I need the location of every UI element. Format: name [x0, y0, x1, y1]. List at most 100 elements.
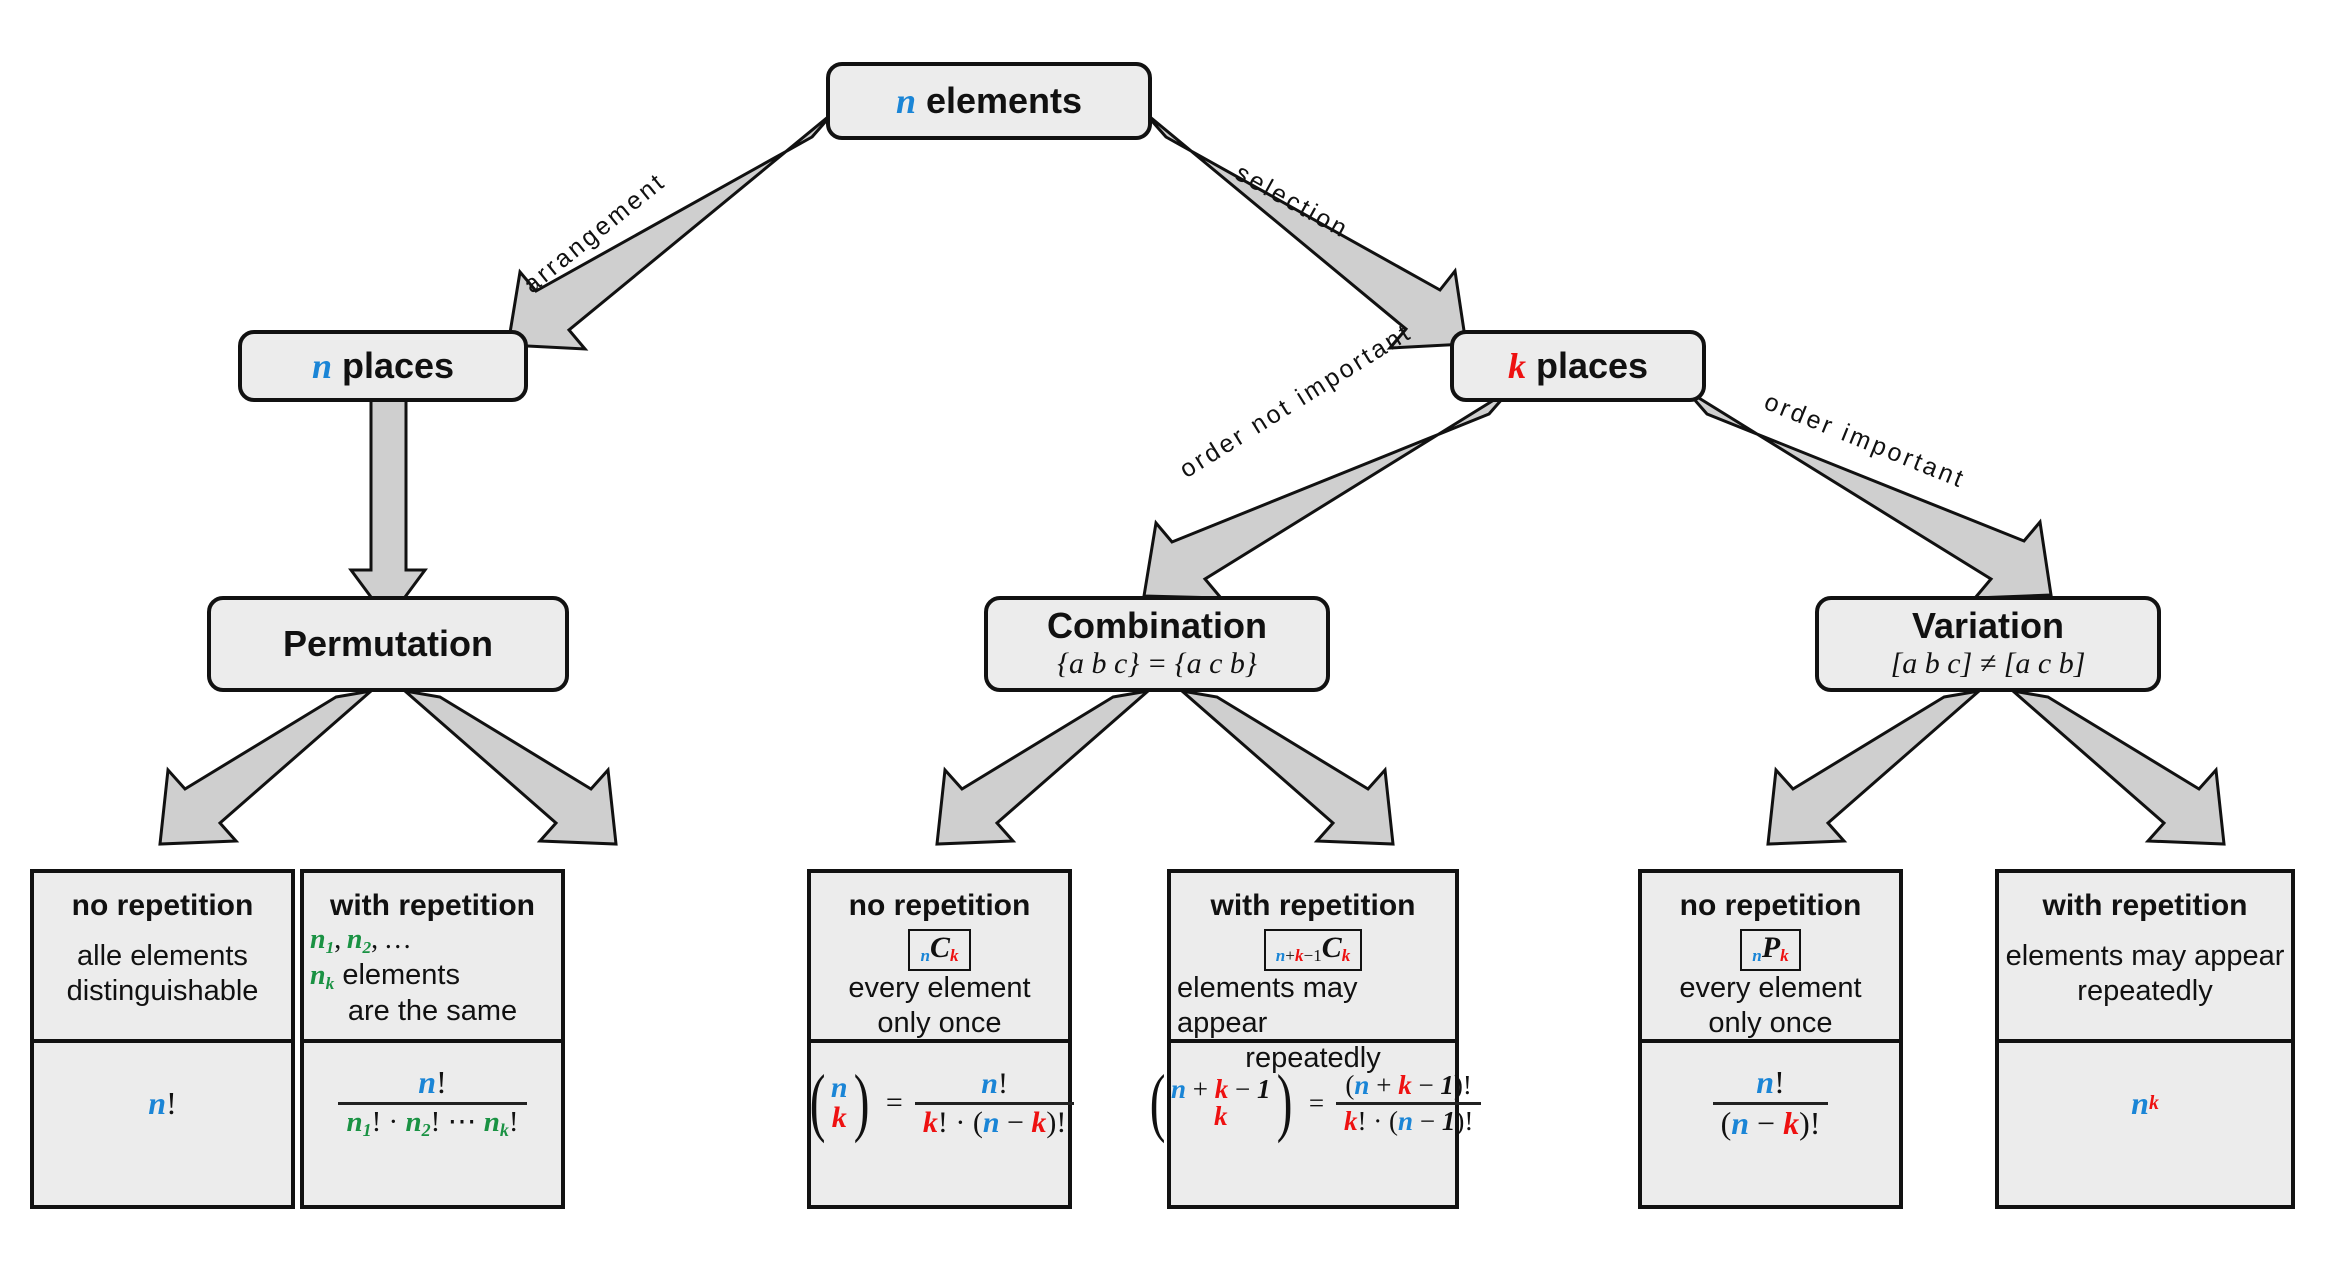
leaf-upper: with repetition n1, n2, … nk elements ar…: [304, 873, 561, 1043]
leaf-description-line2: repeatedly: [1245, 1042, 1381, 1075]
equals-sign: =: [1308, 1087, 1325, 1118]
binomial-coefficient: ( n + k − 1 k ): [1149, 1060, 1293, 1145]
leaf-description: every element only once: [1673, 971, 1867, 1056]
arrow-var-with-rep: [2007, 688, 2226, 846]
arrow-comb-no-rep: [935, 688, 1154, 846]
leaf-description-line1: every element: [1679, 971, 1862, 1004]
fraction-numerator: (n + k − 1)!: [1345, 1070, 1472, 1101]
plus-sign: +: [1285, 945, 1295, 965]
fraction: n! k! · (n − k)!: [914, 1067, 1075, 1139]
variable-k: k: [1341, 945, 1351, 965]
edge-label-order-important: order important: [1760, 387, 1970, 494]
notation-nPk: nPk: [1740, 929, 1801, 971]
number-one: 1: [1313, 945, 1322, 965]
node-n-places[interactable]: n places: [238, 330, 528, 402]
variable-n: n: [311, 345, 332, 386]
leaf-combination-with-repetition[interactable]: with repetition n+k−1Ck elements may app…: [1149, 869, 1482, 1209]
leaf-heading: no repetition: [1679, 889, 1862, 922]
leaf-description-line2: distinguishable: [66, 975, 259, 1007]
fraction-denominator: k! · (n − 1)!: [1336, 1101, 1482, 1135]
node-n-elements[interactable]: n elements: [826, 62, 1152, 140]
leaf-formula: n! (n − k)!: [1642, 1043, 1899, 1163]
node-k-places-word: places: [1535, 344, 1649, 386]
variable-n: n: [830, 1071, 848, 1104]
variable-n: n: [2131, 1084, 2149, 1121]
leaf-permutation-with-repetition[interactable]: with repetition n1, n2, … nk elements ar…: [300, 869, 565, 1209]
fraction-denominator: n1! · n2! ⋯ nk!: [338, 1101, 527, 1140]
leaf-description: every element only once: [842, 971, 1036, 1056]
variable-n: n: [920, 945, 931, 965]
notation-n-plus-k-minus-1-C-k: n+k−1Ck: [1263, 929, 1363, 971]
edge-label-selection: selection: [1230, 158, 1355, 245]
leaf-description-line2: repeatedly: [2077, 975, 2213, 1007]
node-permutation[interactable]: Permutation: [207, 596, 569, 692]
node-combination-title: Combination: [1047, 605, 1267, 647]
edge-label-arrangement: arrangement: [517, 166, 672, 299]
arrow-comb-with-rep: [1176, 688, 1395, 846]
right-paren: ): [1276, 1060, 1293, 1145]
edge-label-order-not-important: order not important: [1174, 317, 1417, 484]
leaf-upper: no repetition nCk every element only onc…: [811, 873, 1068, 1043]
fraction: (n + k − 1)! k! · (n − 1)!: [1336, 1070, 1482, 1135]
node-n-places-word: places: [341, 344, 455, 386]
fraction-denominator: (n − k)!: [1712, 1101, 1829, 1141]
leaf-heading: with repetition: [1210, 889, 1416, 922]
leaf-upper: no repetition nPk every element only onc…: [1642, 873, 1899, 1043]
node-variation-subtitle: [a b c] ≠ [a c b]: [1890, 646, 2086, 680]
variable-k: k: [831, 1101, 847, 1134]
factorial-sign: !: [166, 1084, 177, 1121]
node-variation-title: Variation: [1911, 605, 2065, 647]
leaf-heading: no repetition: [71, 889, 254, 922]
leaf-upper: no repetition alle elements distinguisha…: [34, 873, 291, 1043]
leaf-variation-with-repetition[interactable]: with repetition elements may appear repe…: [1995, 869, 2295, 1209]
arrow-order-important: [1684, 388, 2053, 600]
node-permutation-title: Permutation: [282, 623, 494, 665]
fraction-numerator: n!: [1756, 1063, 1785, 1100]
node-combination-subtitle: {a b c} = {a c b}: [1057, 646, 1257, 680]
leaf-description-line1: elements may appear: [1177, 971, 1358, 1039]
leaf-heading: with repetition: [2042, 889, 2248, 922]
leaf-description-line2: are the same: [347, 995, 518, 1028]
arrow-perm-with-rep: [399, 688, 618, 846]
arrow-arrangement: [506, 110, 836, 351]
variable-n1: n1: [310, 924, 335, 957]
variable-n: n: [148, 1084, 167, 1121]
right-paren: ): [853, 1060, 870, 1145]
leaf-description-line1: every element: [848, 971, 1031, 1004]
fraction-numerator: n!: [981, 1067, 1008, 1100]
leaf-upper: with repetition n+k−1Ck elements may app…: [1171, 873, 1455, 1074]
node-n-places-title: n places: [311, 344, 455, 386]
variable-nk: nk: [310, 960, 335, 993]
leaf-description-line1: elements may appear: [2005, 939, 2285, 972]
variable-k: k: [1507, 345, 1526, 386]
arrow-order-not-important: [1142, 388, 1512, 600]
leaf-permutation-no-repetition[interactable]: no repetition alle elements distinguisha…: [30, 869, 295, 1209]
node-k-places[interactable]: k places: [1450, 330, 1706, 402]
leaf-upper: with repetition elements may appear repe…: [1999, 873, 2291, 1043]
variable-n: n: [1752, 945, 1762, 965]
node-n-elements-title: n elements: [895, 79, 1083, 121]
variable-k: k: [949, 945, 959, 965]
arrow-n-places-to-permutation: [348, 396, 428, 623]
leaf-heading: with repetition: [330, 889, 535, 922]
variable-n: n: [895, 80, 916, 121]
symbol-C: C: [930, 931, 950, 964]
arrow-perm-no-rep: [158, 688, 377, 846]
leaf-formula: n!: [34, 1043, 291, 1163]
fraction-denominator: k! · (n − k)!: [914, 1101, 1075, 1139]
variable-k: k: [1294, 945, 1304, 965]
node-combination[interactable]: Combination {a b c} = {a c b}: [984, 596, 1330, 692]
minus-sign: −: [1303, 945, 1314, 965]
binomial-coefficient: ( n k ): [805, 1060, 874, 1145]
arrow-selection: [1142, 110, 1468, 350]
leaf-combination-no-repetition[interactable]: no repetition nCk every element only onc…: [805, 869, 1075, 1209]
symbol-P: P: [1761, 931, 1781, 964]
notation-nCk: nCk: [908, 929, 971, 971]
node-variation[interactable]: Variation [a b c] ≠ [a c b]: [1815, 596, 2161, 692]
leaf-variation-no-repetition[interactable]: no repetition nPk every element only onc…: [1638, 869, 1903, 1209]
variable-k: k: [1214, 1100, 1228, 1131]
variable-n2: n2: [346, 924, 372, 957]
node-n-elements-word: elements: [925, 79, 1083, 121]
